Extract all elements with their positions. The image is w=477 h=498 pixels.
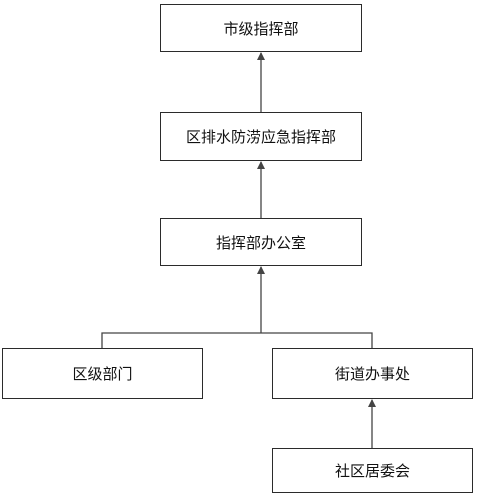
node-hq-office: 指挥部办公室: [160, 218, 362, 266]
node-district-departments: 区级部门: [2, 348, 203, 399]
node-district-drainage-hq: 区排水防涝应急指挥部: [160, 112, 362, 161]
node-residents-committee: 社区居委会: [272, 448, 473, 493]
edge-subdistrict-branch: [261, 332, 373, 348]
node-subdistrict-office: 街道办事处: [272, 348, 473, 399]
edge-departments-branch: [101, 332, 261, 348]
node-city-hq: 市级指挥部: [160, 4, 362, 52]
